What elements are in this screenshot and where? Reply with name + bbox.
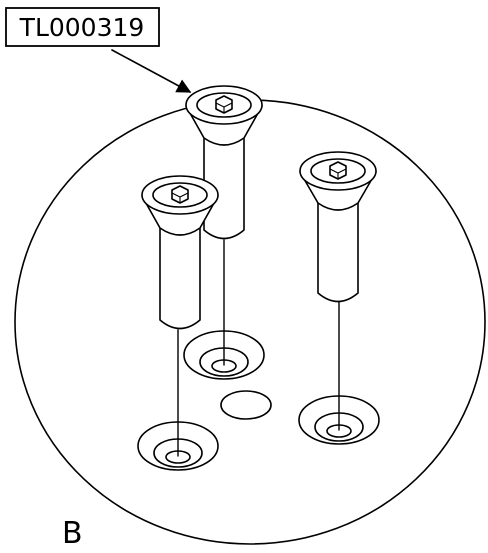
countersunk-hex-socket-screw-icon	[141, 175, 219, 330]
callout-part-number: TL000319	[19, 13, 145, 42]
callout-box	[5, 7, 160, 47]
detail-view-circle	[14, 99, 486, 545]
countersunk-hex-socket-screw-icon	[185, 85, 263, 240]
plain-hole-icon	[220, 390, 272, 420]
view-label: B	[62, 516, 83, 551]
countersunk-hex-socket-screw-icon	[299, 151, 377, 303]
callout-leader-arrow	[111, 49, 192, 93]
